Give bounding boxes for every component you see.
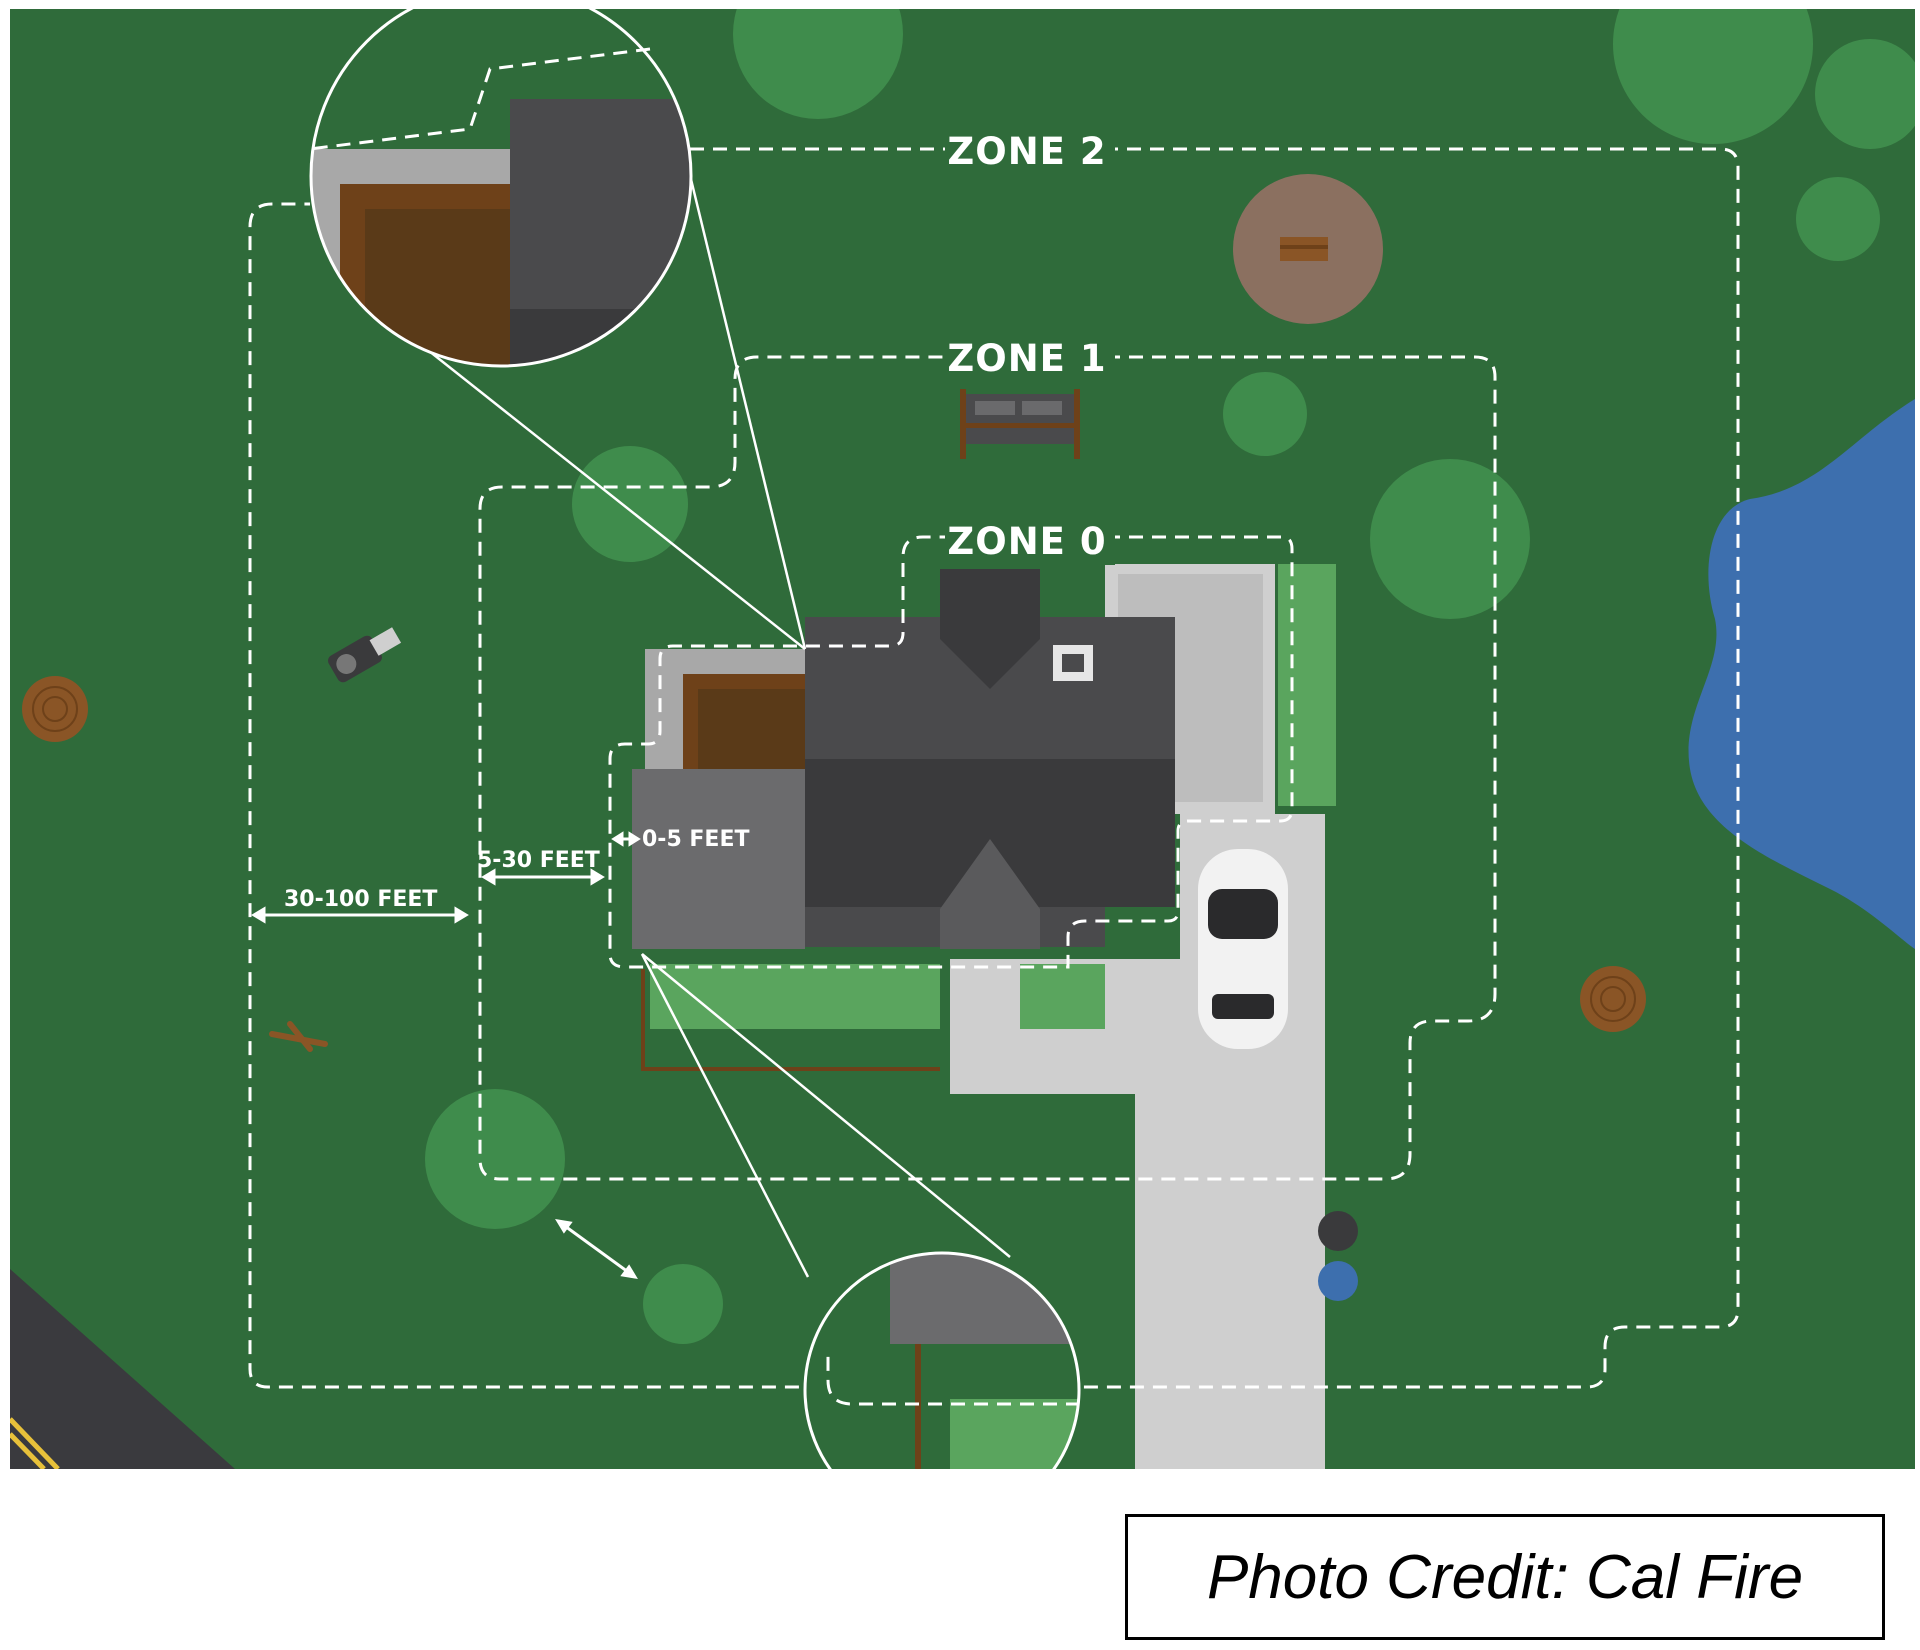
- distance-label-5-30: 5-30 FEET: [477, 848, 600, 873]
- magnifier-detail-top: [309, 9, 693, 368]
- zone-1-outline: [478, 355, 1497, 1181]
- zone-0-label: ZONE 0: [947, 520, 1106, 563]
- car: [1198, 849, 1288, 1049]
- distance-label-30-100: 30-100 FEET: [284, 887, 437, 912]
- tree: [1815, 39, 1915, 149]
- tree: [733, 9, 903, 119]
- trees: [425, 9, 1915, 1344]
- tree: [572, 446, 688, 562]
- fence: [641, 969, 940, 1071]
- distance-label-0-5: 0-5 FEET: [642, 827, 750, 852]
- hedges: [650, 564, 1336, 1029]
- tree: [643, 1264, 723, 1344]
- zone-2-outline: [248, 147, 1740, 1389]
- tree: [1796, 177, 1880, 261]
- magnifier-detail-bottom: [803, 1251, 1081, 1469]
- zone-1-label: ZONE 1: [947, 337, 1106, 380]
- tree: [425, 1089, 565, 1229]
- distance-arrows: [251, 831, 641, 1280]
- bench: [960, 389, 1080, 459]
- tree: [1613, 9, 1813, 144]
- road: [10, 1269, 235, 1469]
- fire-pit-area: [1233, 174, 1383, 324]
- pond: [1688, 399, 1915, 949]
- tree: [1223, 372, 1307, 456]
- trash-bins: [1318, 1211, 1358, 1301]
- lawn-mower: [328, 627, 402, 683]
- zone-2-label: ZONE 2: [947, 130, 1106, 173]
- photo-credit-box: Photo Credit: Cal Fire: [1125, 1514, 1885, 1640]
- tree-stumps: [22, 676, 1646, 1032]
- defensible-space-diagram: ZONE 2 ZONE 1 ZONE 0 0-5 FEET 5-30 FEET …: [10, 9, 1915, 1469]
- road-center-line: [10, 1417, 60, 1469]
- house: [632, 569, 1175, 949]
- magnifier-callout-lines: [394, 133, 1011, 1278]
- photo-credit-text: Photo Credit: Cal Fire: [1206, 1542, 1804, 1612]
- tree: [1370, 459, 1530, 619]
- zone-0-outline: [608, 535, 1294, 969]
